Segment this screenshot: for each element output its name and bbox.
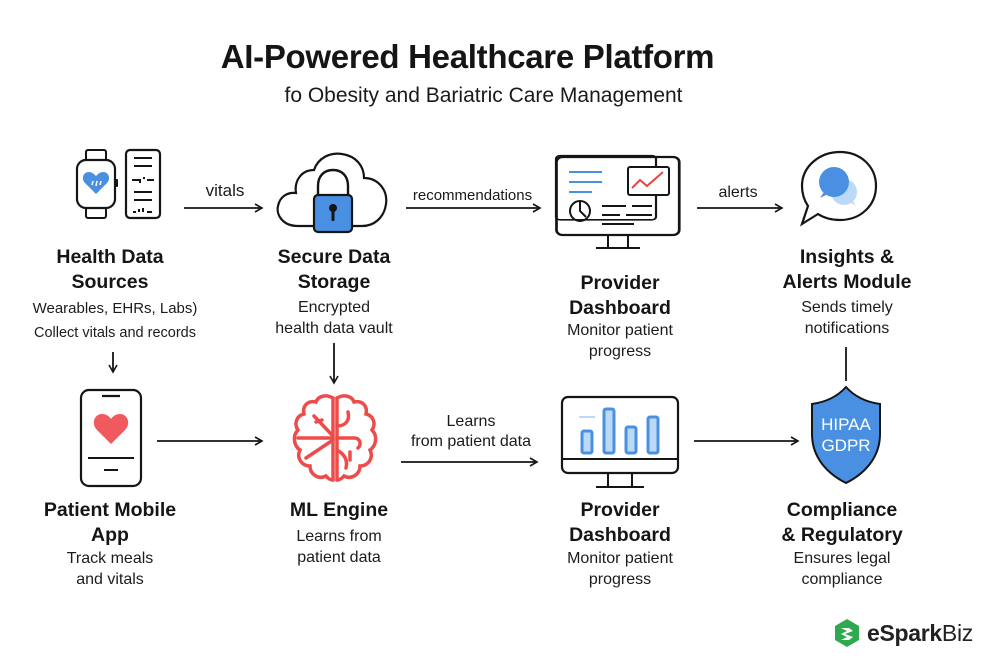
title-line: Alerts Module xyxy=(782,271,912,293)
desc-line: Track meals xyxy=(66,550,154,567)
desc-line: Monitor patient xyxy=(567,322,673,339)
edge-label-vitals: vitals xyxy=(205,181,245,200)
desc-line: health data vault xyxy=(275,320,393,337)
title-line: Storage xyxy=(297,271,371,293)
node-desc-insights-alerts-module: Sends timely notifications xyxy=(757,297,937,339)
title-line: Insights & xyxy=(799,246,895,268)
desc-line: Sends timely xyxy=(801,299,893,316)
desc-line: Ensures legal xyxy=(793,550,891,567)
title-line: & Regulatory xyxy=(781,524,903,546)
desc-line: and vitals xyxy=(76,571,144,588)
title-line: Dashboard xyxy=(569,524,671,546)
cloud-lock-icon xyxy=(276,152,388,234)
desc-line: notifications xyxy=(804,320,890,337)
monitor-bar-chart-icon xyxy=(560,395,680,488)
node-desc-patient-mobile-app: Track meals and vitals xyxy=(20,548,200,590)
title-line: Provider xyxy=(580,272,660,294)
node-title-patient-mobile-app: Patient Mobile App xyxy=(20,498,200,548)
diagram-title: AI-Powered Healthcare Platform xyxy=(220,38,715,75)
title-line: ML Engine xyxy=(289,499,389,521)
monitor-frame xyxy=(555,155,681,249)
edge-label-learns: Learns xyxy=(446,413,496,430)
shield-icon xyxy=(811,385,881,485)
title-line: Provider xyxy=(580,499,660,521)
monitor-dashboard-icon xyxy=(554,154,670,245)
node-title-insights-alerts-module: Insights & Alerts Module xyxy=(757,245,937,295)
badge-gdpr: GDPR xyxy=(821,436,871,455)
title-line: Sources xyxy=(71,271,149,293)
edge-label-from-patient-data: from patient data xyxy=(410,433,532,450)
node-title-ml-engine: ML Engine xyxy=(249,498,429,523)
brand-logo: eSparkBiz xyxy=(833,618,973,648)
desc-line: Encrypted xyxy=(297,299,371,316)
node-desc-compliance-regulatory: Ensures legal compliance xyxy=(752,548,932,590)
node-title-provider-dashboard-bottom: Provider Dashboard xyxy=(530,498,710,548)
brand-name-bold: eSpark xyxy=(867,619,942,646)
node-desc-health-data-sources: Wearables, EHRs, Labs) Collect vitals an… xyxy=(20,297,210,345)
node-title-secure-data-storage: Secure Data Storage xyxy=(244,245,424,295)
espark-logo-icon xyxy=(835,619,859,647)
phone-heart-icon xyxy=(79,388,143,488)
title-line: Health Data xyxy=(56,246,164,268)
desc-line: compliance xyxy=(801,571,883,588)
title-line: App xyxy=(91,524,129,546)
title-line: Dashboard xyxy=(569,297,671,319)
brand-name-regular: Biz xyxy=(941,619,973,646)
desc-line: progress xyxy=(588,571,652,588)
node-title-health-data-sources: Health Data Sources xyxy=(20,245,200,295)
title-line: Patient Mobile xyxy=(43,499,177,521)
smartwatch-and-records-icon xyxy=(75,148,162,220)
edge-label-recommendations: recommendations xyxy=(412,187,533,204)
node-title-provider-dashboard-top: Provider Dashboard xyxy=(530,271,710,321)
shield-badge-text: HIPAA GDPR xyxy=(806,414,886,456)
diagram-subtitle: fo Obesity and Bariatric Care Management xyxy=(284,84,683,107)
node-desc-secure-data-storage: Encrypted health data vault xyxy=(244,297,424,339)
title-line: Compliance xyxy=(786,499,898,521)
brand-name: eSparkBiz xyxy=(867,620,973,647)
node-desc-provider-dashboard-bottom: Monitor patient progress xyxy=(530,548,710,590)
chat-bubble-icon xyxy=(799,150,878,227)
node-desc-provider-dashboard-top: Monitor patient progress xyxy=(530,320,710,362)
desc-line: Wearables, EHRs, Labs) xyxy=(32,300,198,317)
brain-icon xyxy=(292,394,378,482)
desc-line: Collect vitals and records xyxy=(34,325,196,341)
edge-label-alerts: alerts xyxy=(718,184,758,201)
desc-line: progress xyxy=(588,343,652,360)
badge-hipaa: HIPAA xyxy=(821,415,871,434)
desc-line: Monitor patient xyxy=(567,550,673,567)
node-title-compliance-regulatory: Compliance & Regulatory xyxy=(752,498,932,548)
title-line: Secure Data xyxy=(277,246,391,268)
desc-line: Learns from xyxy=(296,528,382,545)
desc-line: patient data xyxy=(297,549,381,566)
node-desc-ml-engine: Learns from patient data xyxy=(249,526,429,568)
